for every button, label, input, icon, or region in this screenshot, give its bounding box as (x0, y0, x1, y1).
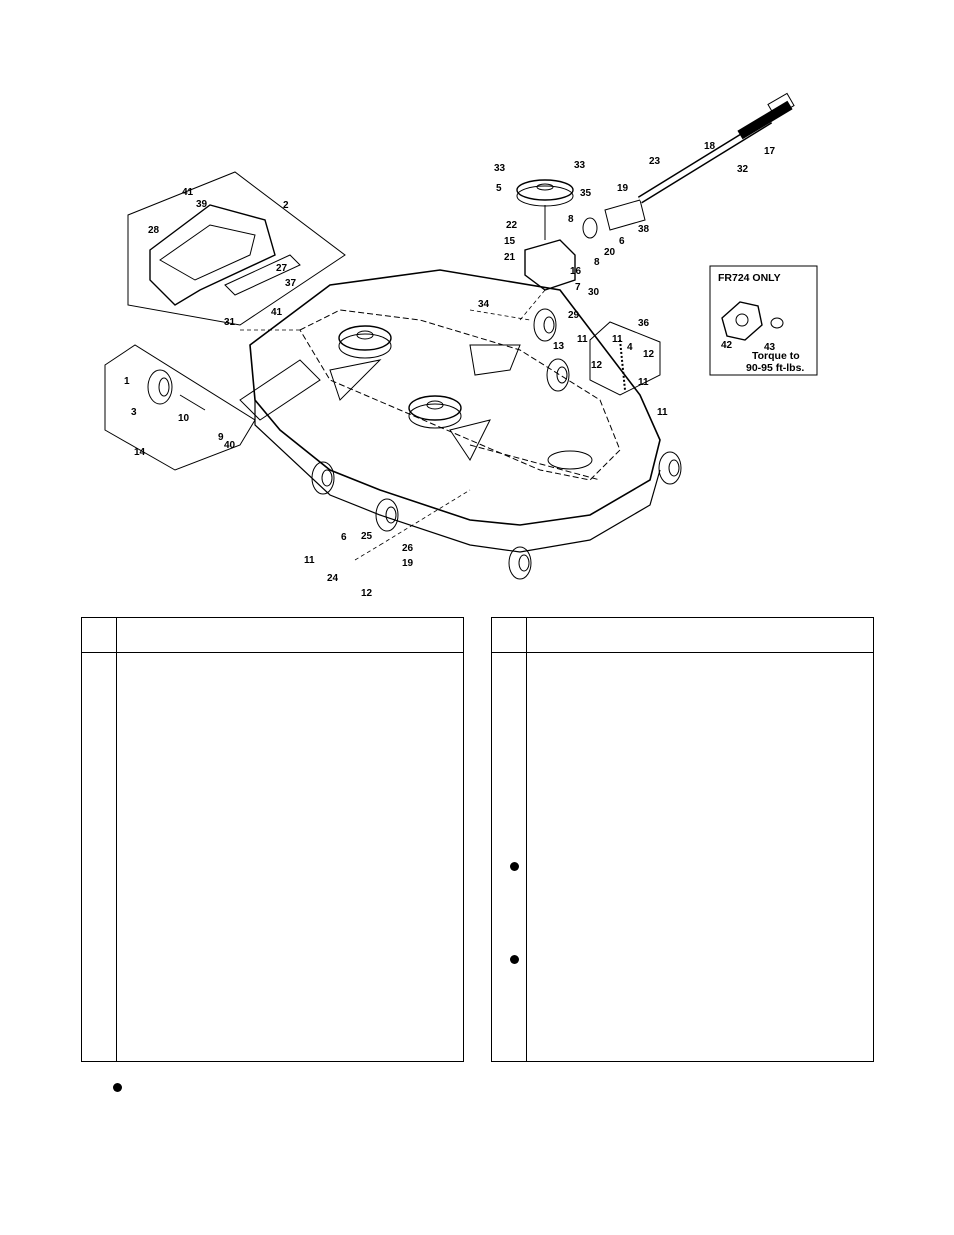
callout-27: 27 (276, 263, 288, 274)
column-divider-left (116, 618, 117, 1061)
callout-11d: 11 (657, 407, 668, 418)
callout-26: 26 (402, 543, 414, 554)
table-header-left (82, 618, 463, 653)
callout-5: 5 (496, 183, 502, 194)
callout-15: 15 (504, 236, 516, 247)
callout-20: 20 (604, 247, 616, 258)
spring-kit-box (589, 321, 661, 396)
pto-driveshaft (637, 92, 795, 204)
callout-16: 16 (570, 266, 582, 277)
callout-25: 25 (361, 531, 373, 542)
callout-18: 18 (704, 141, 716, 152)
callout-40: 40 (224, 440, 236, 451)
exploded-parts-diagram: 1 2 3 4 5 6 6 7 8 8 9 10 11 11 11 11 11 … (104, 92, 818, 599)
callout-11e: 11 (304, 555, 315, 566)
pulley-left (338, 325, 392, 359)
callout-labels: 1 2 3 4 5 6 6 7 8 8 9 10 11 11 11 11 11 … (124, 141, 776, 599)
callout-13: 13 (553, 341, 565, 352)
callout-32: 32 (737, 164, 749, 175)
callout-2: 2 (283, 200, 289, 211)
row-marker-bullet (510, 862, 519, 871)
callout-6: 6 (619, 236, 625, 247)
callout-28: 28 (148, 225, 160, 236)
footnote-bullet (113, 1083, 122, 1092)
inset-note-line2: 90-95 ft-lbs. (746, 362, 804, 374)
pulley-center (408, 395, 462, 429)
callout-29: 29 (568, 310, 580, 321)
column-divider-right (526, 618, 527, 1061)
callout-14: 14 (134, 447, 146, 458)
callout-12b: 12 (591, 360, 603, 371)
parts-table-left (81, 617, 464, 1062)
callout-41: 41 (182, 187, 194, 198)
callout-1: 1 (124, 376, 130, 387)
callout-39: 39 (196, 199, 208, 210)
callout-9: 9 (218, 432, 224, 443)
inset-note-line1: Torque to (752, 350, 800, 362)
callout-19: 19 (617, 183, 629, 194)
callout-11c: 11 (638, 377, 649, 388)
mower-deck (239, 269, 661, 553)
callout-24: 24 (327, 573, 339, 584)
callout-11: 11 (577, 334, 588, 345)
parts-table-right (491, 617, 874, 1062)
callout-7: 7 (575, 282, 581, 293)
table-header-right (492, 618, 873, 653)
gearbox-mount (469, 344, 521, 376)
callout-38: 38 (638, 224, 650, 235)
wheel-kit-box (104, 344, 256, 471)
callout-35: 35 (580, 188, 592, 199)
callout-8b: 8 (594, 257, 600, 268)
callout-8: 8 (568, 214, 574, 225)
inset-title: FR724 ONLY (718, 272, 781, 284)
callout-21: 21 (504, 252, 516, 263)
brace-center (449, 419, 491, 461)
inset-part-42: 42 (721, 340, 733, 351)
callout-23: 23 (649, 156, 661, 167)
gauge-wheels (311, 308, 682, 580)
coupler-icon (721, 301, 784, 341)
callout-11b: 11 (612, 334, 623, 345)
callout-33b: 33 (574, 160, 586, 171)
inset-part-43: 43 (764, 342, 776, 353)
callout-12: 12 (643, 349, 655, 360)
callout-30: 30 (588, 287, 600, 298)
callout-10: 10 (178, 413, 190, 424)
callout-12c: 12 (361, 588, 373, 599)
callout-3: 3 (131, 407, 137, 418)
callout-6b: 6 (341, 532, 347, 543)
brace-left (329, 359, 382, 401)
fr724-inset-frame (709, 265, 818, 376)
callout-34: 34 (478, 299, 490, 310)
callout-31: 31 (224, 317, 236, 328)
callout-41b: 41 (271, 307, 283, 318)
callout-36: 36 (638, 318, 650, 329)
callout-37: 37 (285, 278, 297, 289)
callout-22: 22 (506, 220, 518, 231)
callout-19b: 19 (402, 558, 414, 569)
cover-kit (127, 171, 346, 326)
callout-33: 33 (494, 163, 506, 174)
row-marker-bullet (510, 955, 519, 964)
callout-17: 17 (764, 146, 776, 157)
gearbox (516, 179, 646, 291)
callout-4: 4 (627, 342, 633, 353)
spindle-right (547, 450, 593, 470)
